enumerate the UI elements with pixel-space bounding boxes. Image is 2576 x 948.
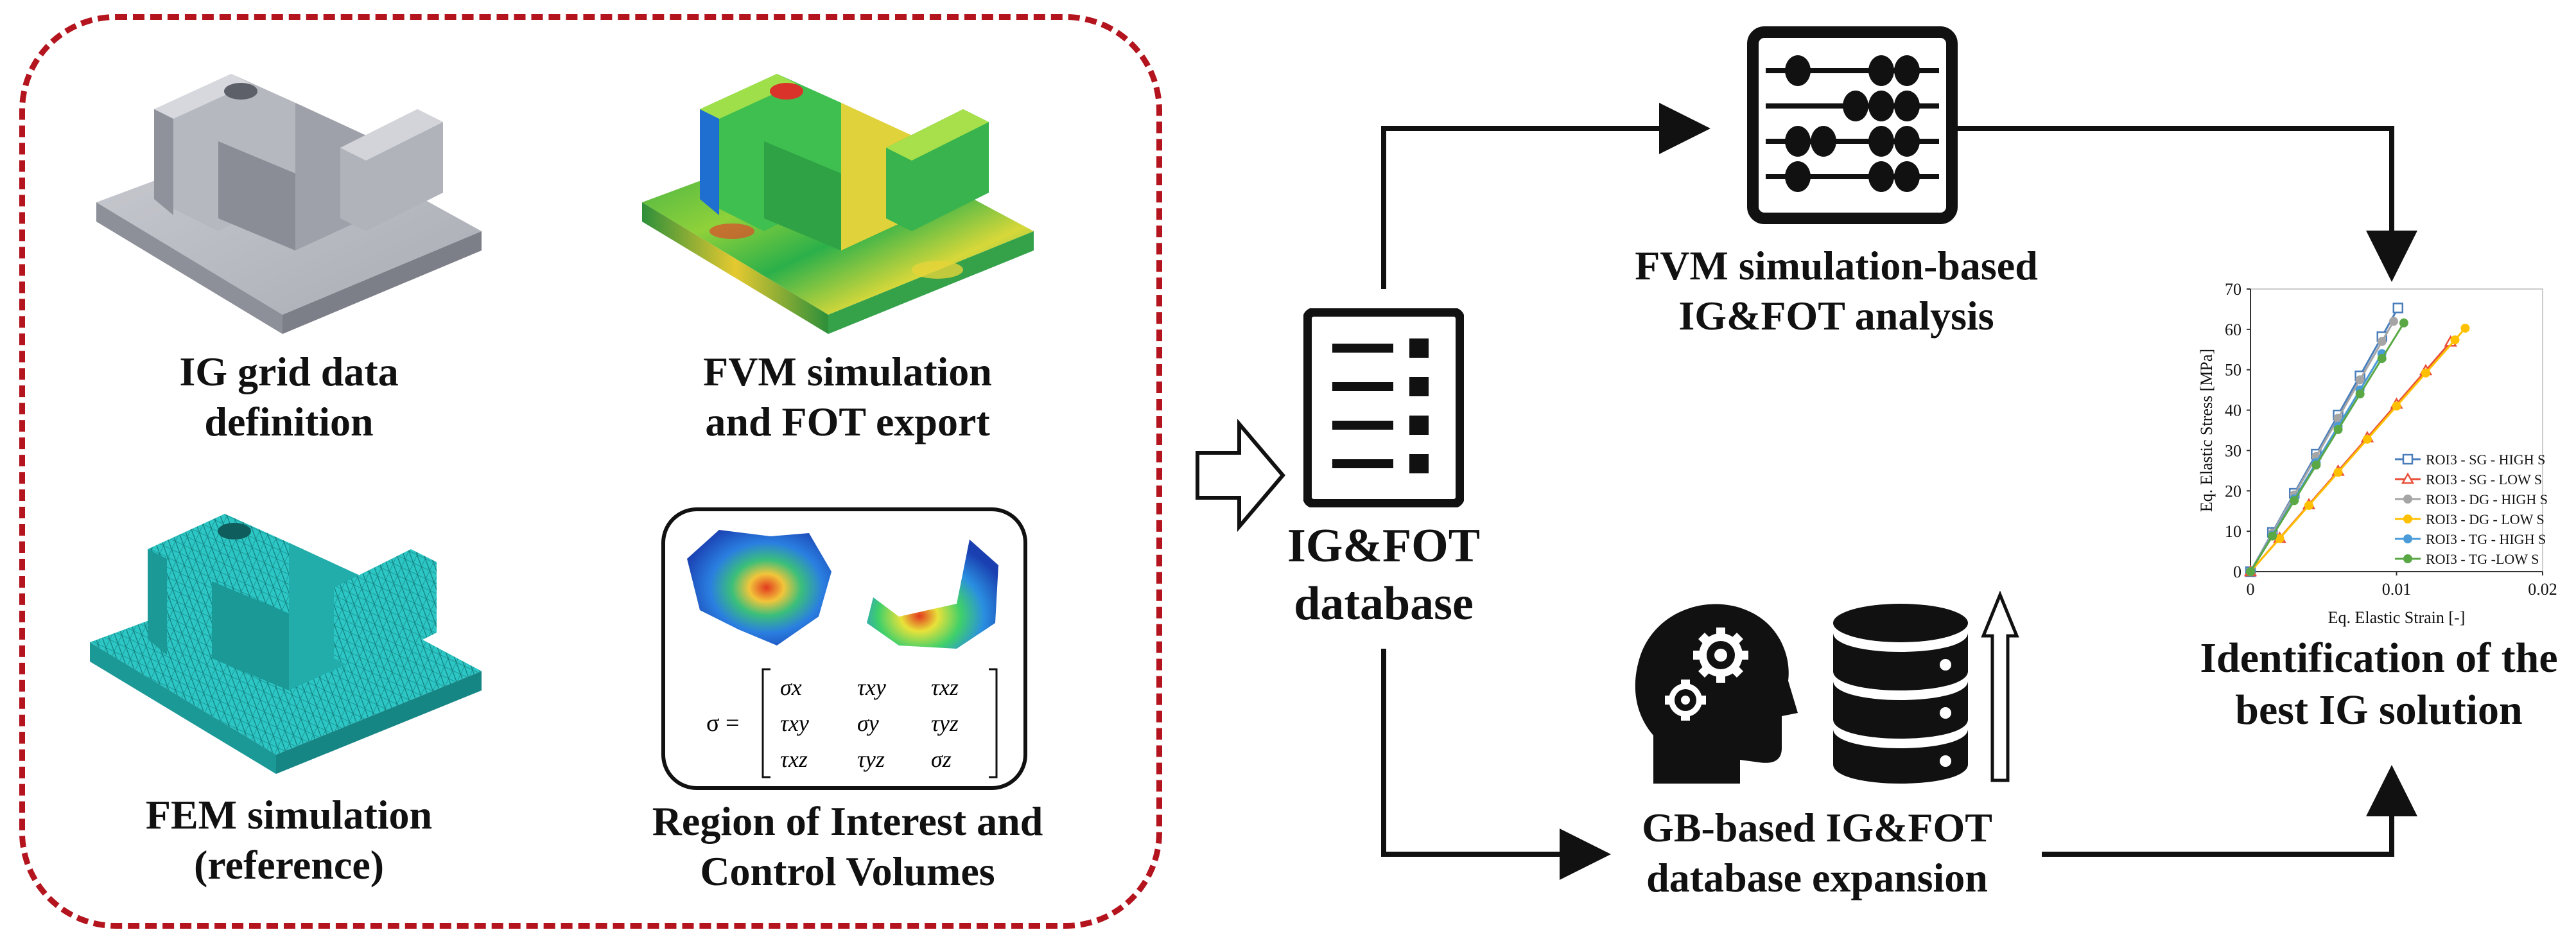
database-cylinder-icon xyxy=(1833,604,1968,784)
y-tick-label: 50 xyxy=(2225,361,2241,380)
y-tick-label: 70 xyxy=(2225,280,2241,299)
tensor-cell: τxy xyxy=(857,674,886,700)
y-tick-label: 0 xyxy=(2233,563,2241,581)
arrow-gb-expansion-to-best-ig xyxy=(2042,765,2417,857)
y-tick-label: 60 xyxy=(2225,320,2241,339)
stress-tensor-equation: σ = σx τxy τxz τxy σy τyz τxz τyz σz xyxy=(706,668,998,778)
tensor-cell: τxz xyxy=(780,746,808,772)
x-axis-label: Eq. Elastic Strain [-] xyxy=(2328,608,2466,627)
data-point xyxy=(2290,496,2299,505)
gb-expansion-caption: GB-based IG&FOT database expansion xyxy=(1642,805,1992,901)
x-tick-label: 0.02 xyxy=(2528,580,2557,599)
data-point xyxy=(2403,534,2412,543)
series-roi3-tg-low-s xyxy=(2246,318,2408,576)
x-tick-label: 0 xyxy=(2247,580,2255,599)
data-point xyxy=(2401,472,2415,484)
series-line xyxy=(2249,322,2405,572)
x-tick-label: 0.01 xyxy=(2382,580,2412,599)
fvm-analysis-caption: FVM simulation-based IG&FOT analysis xyxy=(1635,243,2038,339)
abacus-icon xyxy=(1747,26,1958,224)
legend-label: ROI3 - DG - LOW S xyxy=(2426,511,2545,527)
y-axis-label: Eq. Elastic Stress [MPa] xyxy=(2197,349,2216,512)
data-point xyxy=(2377,337,2387,346)
best-ig-caption: Identification of the best IG solution xyxy=(2200,635,2558,733)
data-point xyxy=(2389,317,2398,326)
arrow-db-to-fvm-analysis xyxy=(1381,103,1710,289)
simulation-setup-panel xyxy=(19,14,1162,929)
hollow-right-arrow-icon xyxy=(1196,418,1285,532)
legend-entry: ROI3 - TG - HIGH S xyxy=(2395,531,2546,547)
database-caption: IG&FOT database xyxy=(1287,520,1481,631)
legend-label: ROI3 - TG -LOW S xyxy=(2426,551,2539,567)
tensor-cell: σx xyxy=(780,674,802,700)
legend-entry: ROI3 - SG - HIGH S xyxy=(2395,452,2545,468)
tensor-cell: σz xyxy=(931,746,952,772)
legend-entry: ROI3 - DG - LOW S xyxy=(2395,511,2545,527)
data-point xyxy=(2268,531,2277,541)
data-point xyxy=(2363,434,2372,444)
data-point xyxy=(2311,461,2321,470)
data-point xyxy=(2392,401,2401,411)
series-line xyxy=(2249,320,2395,572)
legend-label: ROI3 - SG - LOW S xyxy=(2426,471,2542,487)
roi-volume-1-image xyxy=(687,530,831,645)
plot-area xyxy=(2250,288,2543,572)
legend-label: ROI3 - DG - HIGH S xyxy=(2426,491,2548,507)
fem-caption: FEM simulation (reference) xyxy=(145,792,433,888)
data-point xyxy=(2403,514,2412,523)
data-point xyxy=(2333,425,2343,434)
data-point xyxy=(2355,389,2365,399)
data-point xyxy=(2399,318,2408,328)
tensor-cell: σy xyxy=(857,710,879,736)
data-point xyxy=(2403,554,2412,563)
arrow-fvm-analysis-to-chart xyxy=(1939,126,2417,282)
data-point xyxy=(2392,303,2404,313)
tensor-cell: τyz xyxy=(857,746,885,772)
fvm-stress-part-image xyxy=(642,74,1034,334)
tensor-cell: τxz xyxy=(931,674,959,700)
legend-entry: ROI3 - TG -LOW S xyxy=(2395,551,2539,567)
tensor-cell: τxy xyxy=(780,710,809,736)
data-point xyxy=(2377,354,2387,364)
ig-grid-part-image xyxy=(96,74,482,334)
arrow-db-to-gb-expansion xyxy=(1381,649,1611,880)
data-point xyxy=(2275,534,2284,543)
y-tick-label: 10 xyxy=(2225,522,2241,541)
legend-label: ROI3 - SG - HIGH S xyxy=(2426,452,2545,468)
roi-volume-2-image xyxy=(867,540,998,649)
tensor-lhs: σ = xyxy=(706,710,739,737)
data-point xyxy=(2403,495,2412,504)
y-tick-label: 30 xyxy=(2225,441,2241,460)
data-point xyxy=(2421,368,2430,378)
y-tick-label: 40 xyxy=(2225,401,2241,420)
tensor-cell: τyz xyxy=(931,710,959,736)
head-gears-icon xyxy=(1635,604,1798,784)
data-point xyxy=(2333,468,2343,477)
data-point xyxy=(2355,375,2365,385)
data-point xyxy=(2402,453,2414,465)
legend-entry: ROI3 - SG - LOW S xyxy=(2395,471,2542,487)
ig-grid-caption: IG grid data definition xyxy=(179,349,399,445)
legend-entry: ROI3 - DG - HIGH S xyxy=(2395,491,2548,507)
data-point xyxy=(2333,414,2343,423)
data-point xyxy=(2246,567,2255,576)
fvm-export-caption: FVM simulation and FOT export xyxy=(703,349,992,445)
fem-mesh-part-image xyxy=(90,514,482,774)
data-point xyxy=(2450,335,2460,345)
legend-label: ROI3 - TG - HIGH S xyxy=(2426,531,2546,547)
y-tick-label: 20 xyxy=(2225,482,2241,500)
hollow-up-arrow-icon xyxy=(1981,591,2019,782)
data-point xyxy=(2460,323,2470,333)
database-document-icon xyxy=(1303,308,1464,507)
data-point xyxy=(2304,500,2313,510)
roi-caption: Region of Interest and Control Volumes xyxy=(652,798,1043,895)
